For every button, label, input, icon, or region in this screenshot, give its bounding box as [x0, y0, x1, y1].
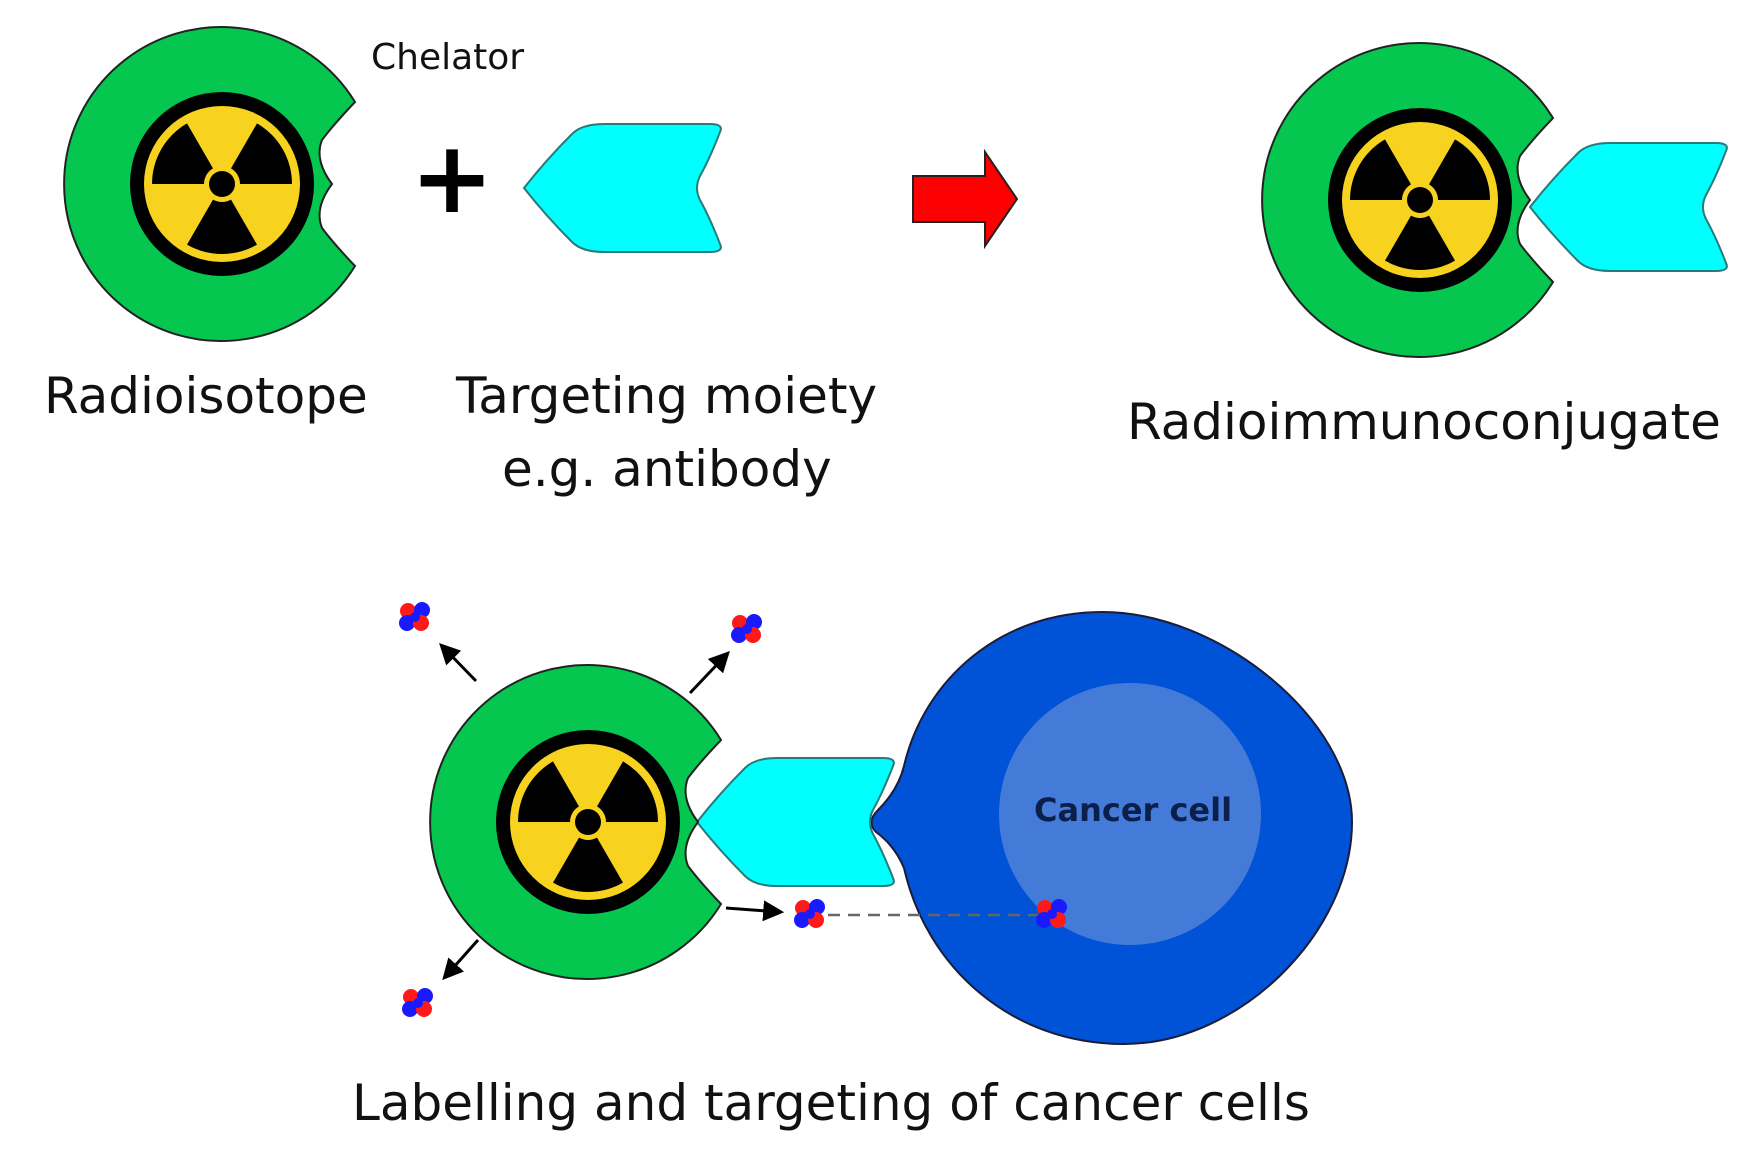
cancer-cell-label: Cancer cell	[1034, 791, 1233, 829]
plus-sign: +	[410, 119, 494, 236]
antibody-example-label: e.g. antibody	[502, 440, 832, 498]
particle-icon	[731, 614, 762, 643]
radiation-icon	[1328, 108, 1512, 292]
particle-icon	[794, 899, 825, 928]
radiation-icon	[496, 730, 680, 914]
antibody-bound	[696, 757, 895, 887]
targeting-moiety-label: Targeting moiety	[456, 367, 878, 425]
antibody-targeting-moiety	[523, 123, 722, 253]
reaction-arrow-icon	[912, 148, 1019, 250]
radioisotope-label: Radioisotope	[44, 367, 368, 425]
particle-icon	[399, 602, 430, 631]
emission-arrow	[688, 650, 730, 695]
particle-icon	[402, 988, 433, 1017]
chelator-bound	[429, 664, 722, 980]
radioimmunoconjugate-label: Radioimmunoconjugate	[1127, 393, 1721, 451]
cancer-cell	[870, 610, 1354, 1046]
radioimmunoconjugate-chelator	[1261, 42, 1554, 359]
radioimmunoconjugate-antibody	[1529, 142, 1728, 272]
chelator-radioisotope	[63, 26, 356, 343]
emission-arrow	[725, 900, 785, 922]
cancer-cell-nucleus	[999, 683, 1261, 945]
emission-arrow	[442, 939, 480, 981]
emission-arrow	[439, 642, 478, 683]
diagram-caption: Labelling and targeting of cancer cells	[352, 1074, 1310, 1132]
particle-icon	[1036, 899, 1067, 928]
radiation-icon	[130, 92, 314, 276]
chelator-label: Chelator	[371, 37, 525, 78]
